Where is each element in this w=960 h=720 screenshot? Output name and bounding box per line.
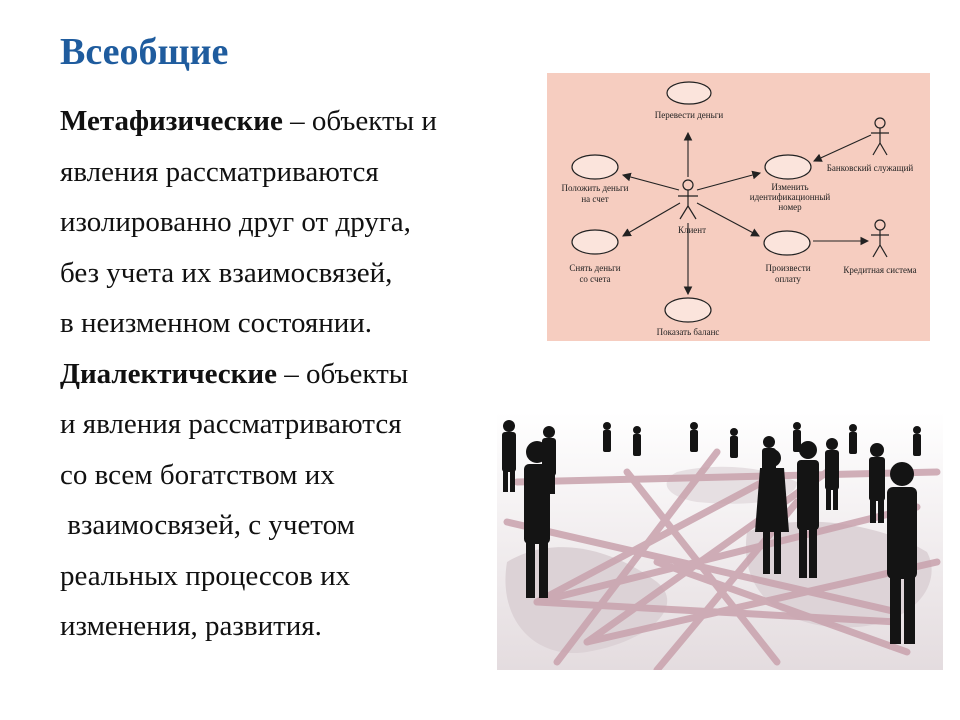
people-silhouettes	[502, 420, 921, 644]
meta-line: изолированно друг от друга,	[60, 206, 411, 238]
meta-first-line: Метафизические – объекты и	[60, 96, 530, 147]
uc-pay-ellipse	[763, 230, 811, 256]
uc-transfer-ellipse	[666, 81, 712, 105]
meta-rest: – объекты и	[282, 105, 437, 137]
person-silhouette	[755, 449, 789, 574]
person-silhouette	[690, 422, 698, 452]
uc-pay-label: Произвести	[765, 263, 810, 273]
person-silhouette	[730, 428, 738, 458]
dialect-line: реальных процессов их	[60, 559, 351, 592]
actor-credit-system-label: Кредитная система	[843, 265, 916, 275]
slide-title: Всеобщие	[60, 31, 229, 73]
map-shape	[745, 521, 932, 628]
person-silhouette	[913, 426, 921, 456]
network-people-image	[497, 412, 943, 670]
uc-change-label: номер	[778, 202, 802, 212]
network-people-svg	[497, 412, 943, 670]
meta-term: Метафизические	[60, 105, 283, 137]
dialect-line: со всем богатством их	[60, 458, 335, 491]
dialect-line: и явления рассматриваются	[60, 408, 402, 440]
actor-credit-system-figure	[871, 219, 889, 258]
use-case-diagram: Перевести деньги Положить деньги на счет…	[547, 73, 930, 341]
meta-line: без учета их взаимосвязей,	[60, 256, 393, 289]
dialect-first-line: Диалектические – объекты	[60, 349, 530, 400]
uc-withdraw-label: со счета	[579, 274, 610, 284]
actor-bank-employee-label: Банковский служащий	[827, 163, 914, 173]
uc-change-label: идентификационный	[750, 192, 831, 202]
uc-pay-label: оплату	[775, 274, 801, 284]
uc-change-label: Изменить	[771, 182, 808, 192]
person-silhouette	[603, 422, 611, 452]
body-text: Метафизические – объекты и явления рассм…	[60, 96, 530, 652]
person-silhouette	[869, 443, 885, 523]
dialect-line: изменения, развития.	[60, 610, 322, 642]
uc-balance-label: Показать баланс	[657, 327, 720, 337]
person-silhouette	[825, 438, 839, 510]
person-silhouette	[797, 441, 819, 578]
person-silhouette	[633, 426, 641, 456]
use-case-diagram-svg: Перевести деньги Положить деньги на счет…	[562, 81, 917, 337]
dialect-term: Диалектические	[60, 357, 277, 390]
person-silhouette	[793, 422, 801, 452]
actor-client-figure	[678, 179, 698, 220]
uc-deposit-label: Положить деньги	[562, 183, 629, 193]
uc-balance-ellipse	[664, 297, 712, 323]
uc-deposit-label: на счет	[581, 194, 608, 204]
meta-line: в неизменном состоянии.	[60, 307, 373, 339]
dialect-rest: – объекты	[276, 357, 409, 390]
dialect-line: взаимосвязей, с учетом	[60, 509, 355, 541]
person-silhouette	[887, 462, 917, 644]
person-silhouette	[849, 424, 857, 454]
uc-change-ellipse	[764, 154, 812, 180]
uc-withdraw-ellipse	[571, 229, 619, 255]
person-silhouette	[502, 420, 516, 492]
uc-deposit-ellipse	[571, 154, 619, 180]
person-silhouette	[524, 441, 550, 598]
actor-client-label: Клиент	[678, 225, 706, 235]
meta-line: явления рассматриваются	[60, 155, 379, 188]
actor-bank-employee-figure	[871, 117, 889, 156]
association-arrows	[621, 131, 872, 296]
uc-withdraw-label: Снять деньги	[569, 263, 620, 273]
uc-transfer-label: Перевести деньги	[655, 110, 724, 120]
